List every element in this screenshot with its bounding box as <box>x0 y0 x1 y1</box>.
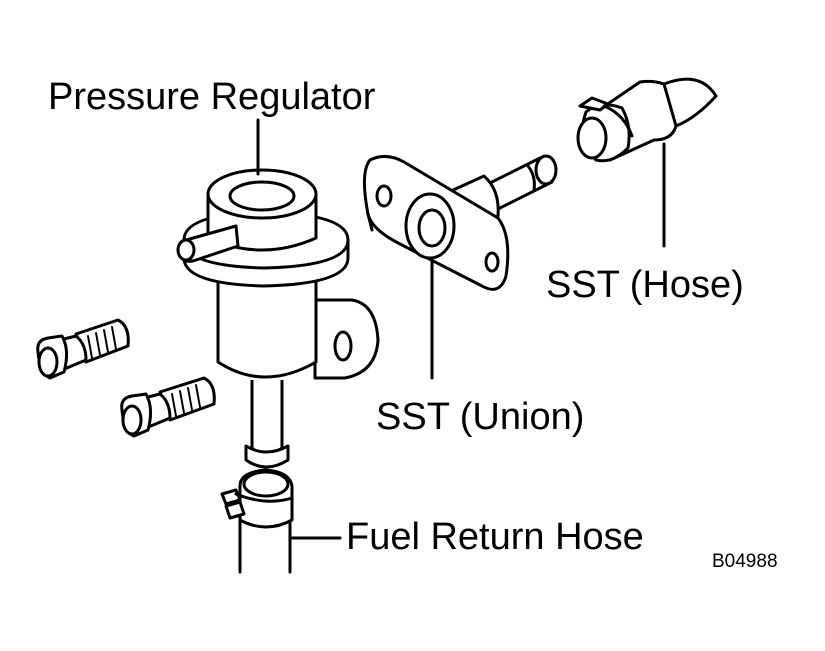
sst-union-part <box>363 154 558 291</box>
sst-union-label: SST (Union) <box>376 396 585 438</box>
fuel-return-hose-label: Fuel Return Hose <box>346 516 644 558</box>
pressure-regulator-part <box>176 168 380 469</box>
bolt-lower <box>120 376 216 438</box>
bolt-upper <box>36 318 130 380</box>
figure-code: B04988 <box>712 551 778 572</box>
pressure-regulator-label: Pressure Regulator <box>48 76 376 118</box>
sst-hose-label: SST (Hose) <box>546 264 744 306</box>
fuel-return-hose-part <box>220 468 294 574</box>
sst-hose-part <box>576 77 718 163</box>
